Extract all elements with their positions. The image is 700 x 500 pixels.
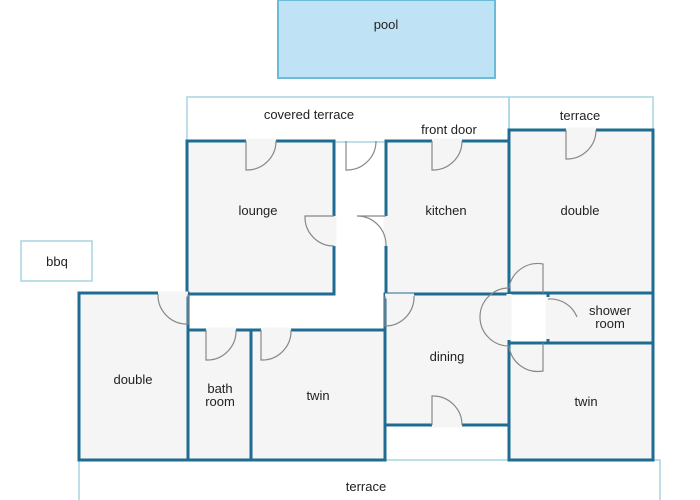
label-covered-terrace: covered terrace [264, 107, 354, 122]
label-terrace-top: terrace [560, 108, 600, 123]
label-shower-room-line2: room [595, 316, 625, 331]
label-double-upper: double [560, 203, 599, 218]
label-twin-right: twin [574, 394, 597, 409]
door-swings [157, 129, 597, 426]
label-kitchen: kitchen [425, 203, 466, 218]
label-terrace-bottom: terrace [346, 479, 386, 494]
label-bbq: bbq [46, 254, 68, 269]
label-bathroom-line1: bath [207, 381, 232, 396]
bbq-area [20, 240, 93, 282]
room-shower [546, 291, 655, 345]
room-twin-right [507, 341, 655, 462]
label-double-lower: double [113, 372, 152, 387]
label-dining: dining [430, 349, 465, 364]
label-shower-room-line1: shower [589, 303, 632, 318]
label-twin-center: twin [306, 388, 329, 403]
room-double-lower [77, 291, 190, 462]
label-front-door: front door [421, 122, 477, 137]
label-bathroom-line2: room [205, 394, 235, 409]
label-lounge: lounge [238, 203, 277, 218]
pool [277, 0, 496, 79]
door-openings [158, 127, 596, 428]
label-pool: pool [374, 17, 399, 32]
room-twin-center [249, 328, 387, 462]
